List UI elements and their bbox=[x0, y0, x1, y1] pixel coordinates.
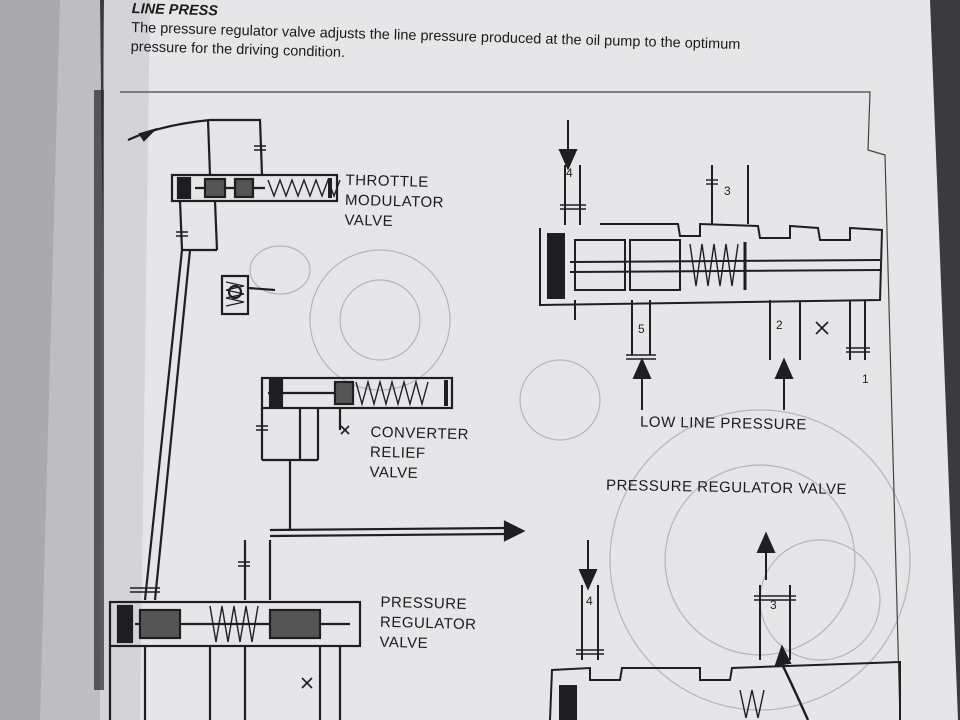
port-number: 5 bbox=[638, 322, 645, 336]
binding-strip bbox=[94, 90, 104, 690]
port-number: 2 bbox=[776, 318, 783, 332]
label-line: REGULATOR bbox=[379, 613, 477, 634]
port-number: 4 bbox=[566, 166, 573, 180]
label-line: VALVE bbox=[379, 633, 429, 653]
throttle-modulator-label: THROTTLE MODULATOR VALVE bbox=[344, 171, 444, 234]
port-number: 4 bbox=[586, 594, 593, 608]
pressure-regulator-valve-caption: PRESSURE REGULATOR VALVE bbox=[605, 476, 848, 499]
section-title: LINE PRESS bbox=[131, 0, 219, 20]
port-number: 1 bbox=[862, 372, 869, 386]
port-number: 3 bbox=[770, 598, 777, 612]
label-line: VALVE bbox=[344, 211, 394, 230]
label-line: VALVE bbox=[369, 463, 419, 482]
label-line: CONVERTER bbox=[370, 423, 470, 444]
label-line: RELIEF bbox=[369, 443, 426, 463]
left-page-shadow bbox=[0, 0, 60, 720]
right-valve-diagram-low-line bbox=[539, 120, 884, 410]
label-line: PRESSURE bbox=[380, 593, 468, 614]
pressure-regulator-label: PRESSURE REGULATOR VALVE bbox=[379, 593, 477, 656]
port-number: 3 bbox=[724, 184, 731, 198]
label-line: MODULATOR bbox=[344, 191, 445, 212]
converter-relief-label: CONVERTER RELIEF VALVE bbox=[369, 423, 469, 486]
page-gutter bbox=[100, 0, 150, 720]
figure-frame bbox=[120, 91, 901, 720]
left-hydraulic-circuit bbox=[108, 118, 526, 720]
main-page bbox=[100, 0, 958, 720]
right-valve-diagram-regulator bbox=[549, 531, 901, 720]
label-line: THROTTLE bbox=[345, 171, 429, 191]
low-line-pressure-caption: LOW LINE PRESSURE bbox=[639, 413, 808, 434]
